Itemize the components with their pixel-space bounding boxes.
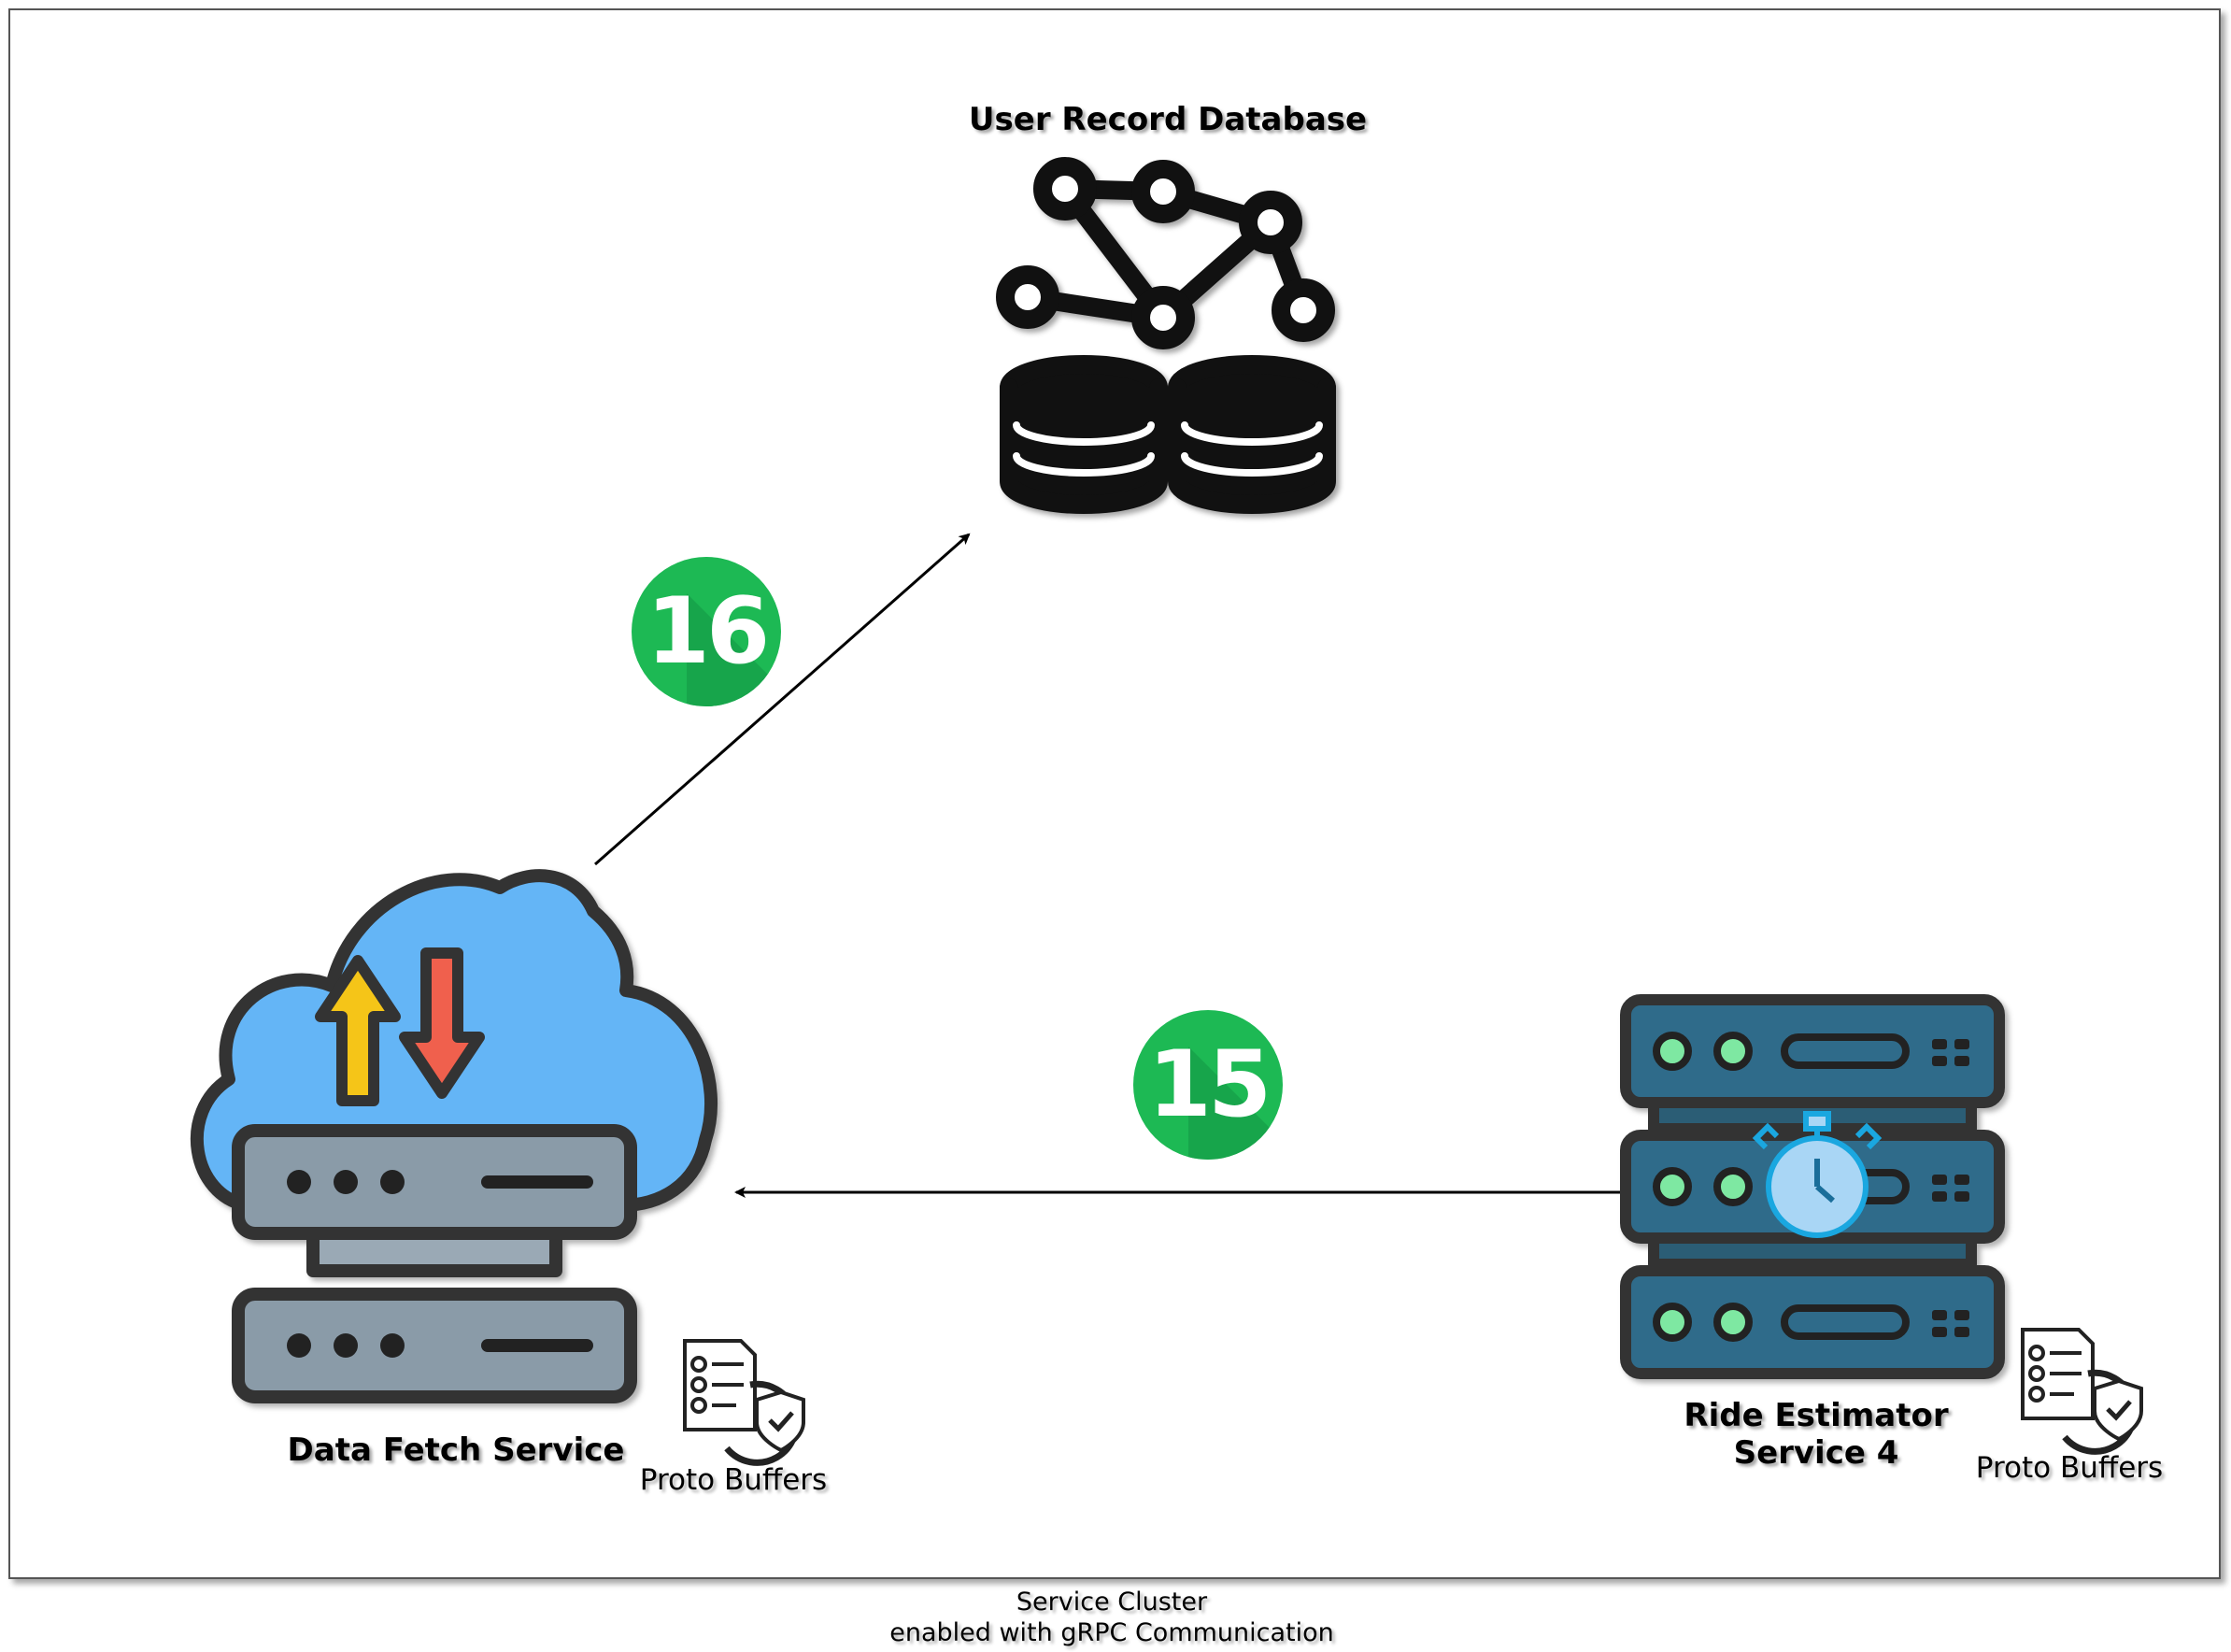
cluster-caption-line1: Service Cluster	[1016, 1588, 1208, 1616]
step-badge-16: 16	[631, 556, 782, 707]
cluster-caption-line2: enabled with gRPC Communication	[889, 1618, 1334, 1647]
proto-buffers-icon	[683, 1339, 805, 1466]
edge-16-arrow	[594, 533, 971, 866]
cluster-caption: Service Cluster enabled with gRPC Commun…	[831, 1587, 1392, 1648]
proto-buffers-label-left: Proto Buffers	[639, 1463, 828, 1497]
data-fetch-service-label: Data Fetch Service	[287, 1431, 625, 1469]
stopwatch-icon	[1752, 1111, 1883, 1238]
proto-buffers-label-right: Proto Buffers	[1975, 1451, 2164, 1485]
ride-estimator-label: Ride Estimator Service 4	[1629, 1397, 2003, 1472]
proto-buffers-icon-right	[2021, 1328, 2143, 1455]
graph-database-icon	[996, 157, 1336, 514]
ride-estimator-label-line2: Service 4	[1733, 1434, 1899, 1472]
step-15-number: 15	[1147, 1032, 1272, 1138]
step-16-number: 16	[646, 578, 770, 685]
ride-estimator-label-line1: Ride Estimator	[1684, 1397, 1949, 1434]
cloud-server-icon	[191, 869, 718, 1403]
database-label: User Record Database	[968, 101, 1368, 138]
server-rack-stopwatch-icon	[1620, 994, 2005, 1379]
step-badge-15: 15	[1132, 1009, 1284, 1161]
